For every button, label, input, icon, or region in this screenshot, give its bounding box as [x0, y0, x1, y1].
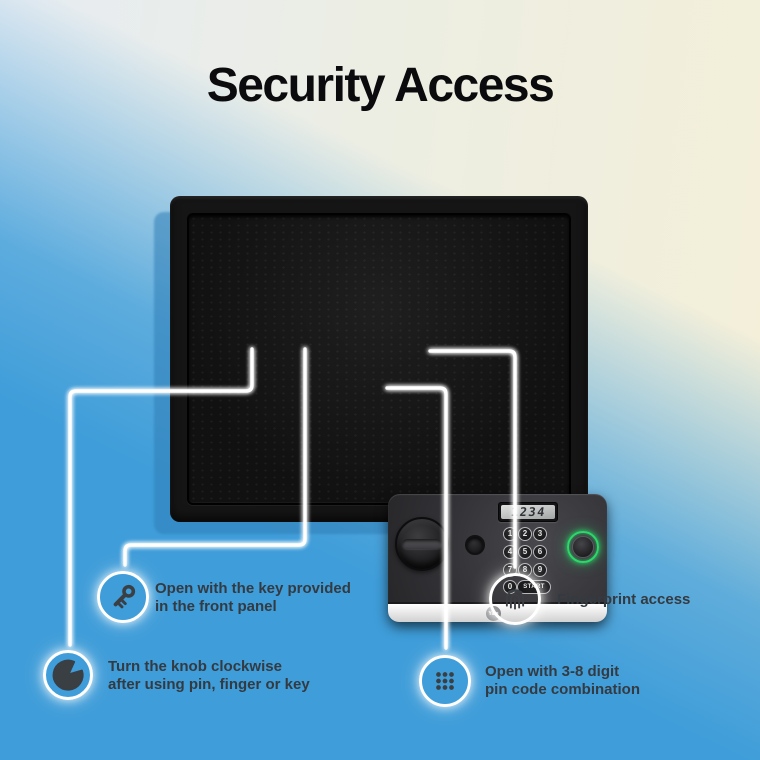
- keypad-button-3: 3: [533, 527, 547, 541]
- key-callout-text: Open with the key provided in the front …: [155, 580, 351, 615]
- page-title: Security Access: [206, 59, 555, 112]
- knob-callout-circle: [43, 650, 93, 700]
- knob-callout-text: Turn the knob clockwise after using pin,…: [108, 658, 310, 693]
- fingerprint-callout-line1: Fingerprint access: [557, 591, 691, 608]
- fingerprint-callout-circle: [489, 573, 541, 625]
- lcd-digits: 1234: [509, 505, 547, 519]
- keyhole: [465, 535, 485, 555]
- key-callout-circle: [97, 571, 149, 623]
- lcd-display: 1234: [498, 502, 558, 522]
- knob: [395, 517, 449, 571]
- key-callout-line2: in the front panel: [155, 597, 277, 615]
- keypad-button-5: 5: [518, 545, 532, 559]
- knob-callout-line2: after using pin, finger or key: [108, 675, 310, 693]
- safe-door: [187, 213, 571, 505]
- fingerprint-callout-text: Fingerprint access: [557, 591, 690, 609]
- pin-callout-line1: Open with 3-8 digit: [485, 663, 620, 680]
- fingerprint-ring: [567, 531, 599, 563]
- pin-callout-line2: pin code combination: [485, 680, 641, 698]
- knob-icon: [52, 659, 84, 691]
- fingerprint-icon: [505, 589, 525, 610]
- knob-slot: [402, 539, 442, 549]
- key-icon: [113, 584, 136, 609]
- keypad-button-9: 9: [533, 563, 547, 577]
- knob-callout-line1: Turn the knob clockwise: [108, 658, 282, 675]
- fingerprint-sensor: [572, 536, 594, 558]
- pin-pad-icon: [436, 672, 454, 690]
- keypad-button-2: 2: [518, 527, 532, 541]
- pin-callout-text: Open with 3-8 digit pin code combination: [485, 663, 640, 698]
- keypad-button-6: 6: [533, 545, 547, 559]
- keypad-button-1: 1: [503, 527, 517, 541]
- key-callout-line1: Open with the key provided: [155, 580, 351, 597]
- pin-callout-circle: [419, 655, 471, 707]
- lcd-screen: 1234: [501, 505, 555, 519]
- keypad-button-4: 4: [503, 545, 517, 559]
- safe-body: 1234 1 2 3 4 5 6 7 8 9 0 START Yale: [170, 196, 607, 622]
